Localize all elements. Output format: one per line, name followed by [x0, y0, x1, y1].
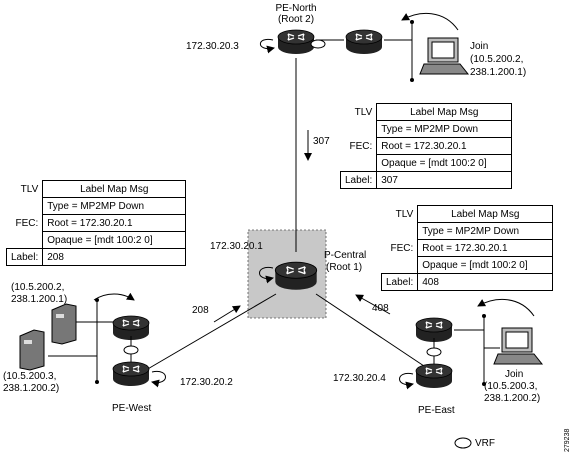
arrow-label-408 — [355, 294, 391, 315]
pe-east-name: PE-East — [418, 405, 455, 416]
north-join-line1: (10.5.200.2, — [470, 54, 524, 65]
pe-north-ip: 172.30.20.3 — [186, 41, 239, 52]
pe-east-router — [415, 363, 453, 389]
p-central-router — [274, 261, 318, 291]
opaque-cell: Opaque = [mdt 100:2 0] — [42, 231, 187, 249]
fec-key: FEC: — [15, 217, 39, 229]
opaque-cell: Opaque = [mdt 100:2 0] — [376, 154, 513, 172]
p-central-name: P-Central — [324, 250, 367, 261]
type-cell: Type = MP2MP Down — [42, 197, 187, 215]
label-value: 408 — [417, 273, 554, 291]
legend-vrf-icon — [454, 437, 472, 449]
type-cell: Type = MP2MP Down — [376, 120, 513, 138]
label-key: Label: — [5, 248, 44, 266]
arrow-label-208 — [213, 305, 241, 323]
tlv-key: TLV — [20, 183, 39, 195]
west-source-arrow — [93, 292, 135, 301]
north-pc-icon — [419, 37, 470, 75]
fec-key: FEC: — [390, 242, 414, 254]
west-server-bottom-icon — [19, 329, 45, 371]
tlv-key: TLV — [395, 208, 414, 220]
link-east — [315, 293, 431, 371]
west-source-top-line2: 238.1.200.1) — [11, 294, 68, 305]
east-join-line1: (10.5.200.3, — [484, 381, 538, 392]
root-cell: Root = 172.30.20.1 — [42, 214, 187, 232]
opaque-cell: Opaque = [mdt 100:2 0] — [417, 256, 554, 274]
east-join-label: Join — [505, 369, 524, 380]
label-value: 208 — [42, 248, 187, 266]
west-server-top-icon — [51, 303, 77, 345]
north-join-label: Join — [470, 41, 489, 52]
link-west — [145, 293, 277, 371]
west-source-bottom-line1: (10.5.200.3, — [3, 371, 57, 382]
label-value: 307 — [376, 171, 513, 189]
p-central-role: (Root 1) — [326, 262, 363, 273]
pe-west-loop-icon — [151, 370, 166, 388]
root-cell: Root = 172.30.20.1 — [376, 137, 513, 155]
north-join-arrow — [401, 12, 459, 31]
tlv-key: TLV — [354, 106, 373, 118]
pe-east-vrf-icon — [426, 347, 442, 357]
pe-east-loop-icon — [399, 372, 414, 390]
fec-key: FEC: — [349, 140, 373, 152]
table-header: Label Map Msg — [417, 205, 554, 223]
p-central-loop-icon — [259, 266, 274, 284]
pe-north-router — [277, 29, 315, 55]
pe-north-name: PE-North — [275, 3, 317, 14]
figure-id: 279238 — [564, 428, 571, 452]
link-north-label: 307 — [313, 136, 330, 147]
east-join-arrow — [477, 298, 535, 317]
pe-north-vrf-router — [345, 29, 383, 55]
east-pc-icon — [493, 327, 544, 365]
type-cell: Type = MP2MP Down — [417, 222, 554, 240]
pe-west-vrf-icon — [123, 345, 139, 355]
p-central-ip: 172.30.20.1 — [210, 241, 263, 252]
west-source-bottom-line2: 238.1.200.2) — [3, 383, 60, 394]
link-east-label: 408 — [372, 303, 389, 314]
root-cell: Root = 172.30.20.1 — [417, 239, 554, 257]
label-key: Label: — [339, 171, 378, 189]
pe-west-ip: 172.30.20.2 — [180, 377, 233, 388]
north-join-line2: 238.1.200.1) — [470, 67, 527, 78]
table-header: Label Map Msg — [42, 180, 187, 198]
label-key: Label: — [380, 273, 419, 291]
pe-east-ip: 172.30.20.4 — [333, 373, 386, 384]
pe-north-loop-icon — [259, 38, 275, 54]
east-join-line2: 238.1.200.2) — [484, 393, 541, 404]
pe-west-name: PE-West — [112, 403, 152, 414]
table-header: Label Map Msg — [376, 103, 513, 121]
west-source-top-line1: (10.5.200.2, — [11, 282, 65, 293]
link-west-label: 208 — [192, 305, 209, 316]
pe-north-role: (Root 2) — [277, 14, 315, 25]
pe-west-router — [112, 361, 150, 387]
legend-vrf-label: VRF — [475, 438, 495, 449]
pe-north-vrf-icon — [310, 39, 326, 49]
